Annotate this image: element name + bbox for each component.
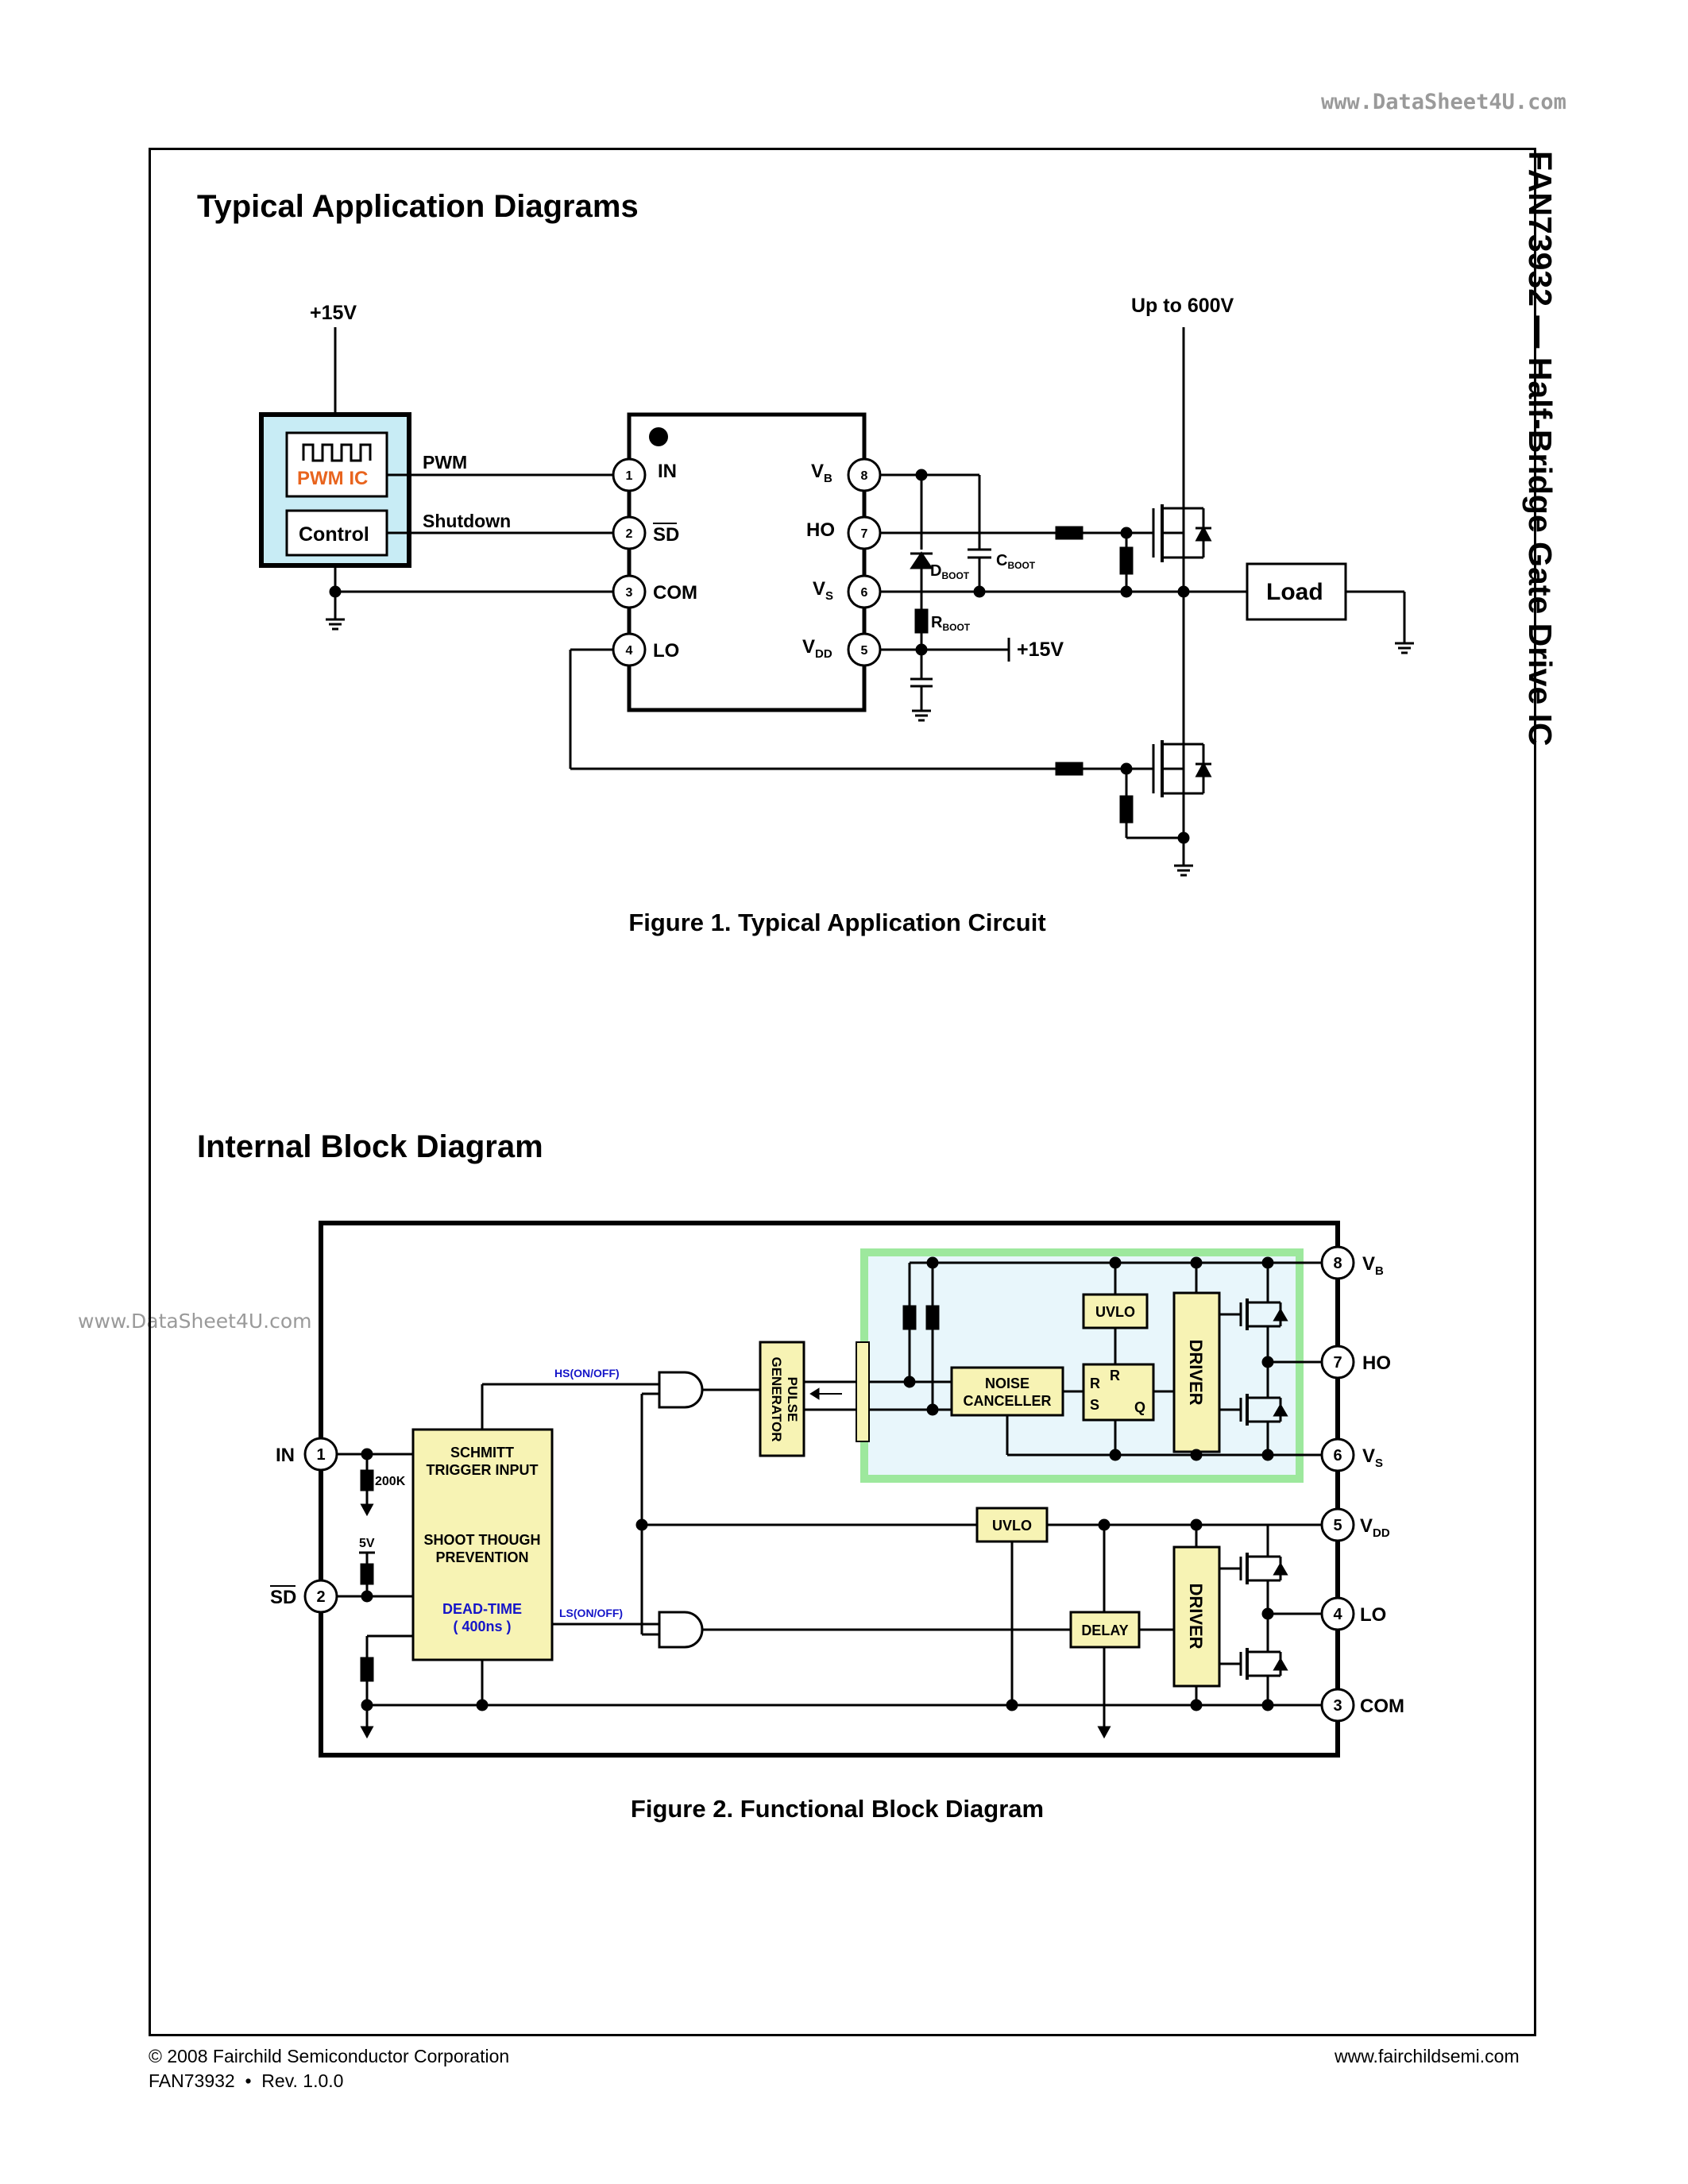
and-gate-low: [658, 1611, 704, 1649]
pwm-signal-label: PWM: [423, 452, 467, 473]
schmitt-label-2: TRIGGER INPUT: [426, 1462, 538, 1478]
footer-copyright: © 2008 Fairchild Semiconductor Corporati…: [149, 2046, 510, 2066]
driver-high-label: DRIVER: [1186, 1339, 1206, 1405]
pin-in-label: IN: [658, 461, 677, 482]
pin-ho-label: HO: [1362, 1352, 1391, 1374]
ic-left-pins: [612, 457, 647, 667]
pin-sd-label: SD: [653, 524, 679, 546]
rs-latch-block: [1082, 1363, 1155, 1422]
shoot-label-2: PREVENTION: [435, 1549, 528, 1565]
dboot-diode: [910, 551, 933, 569]
dead-time-label: DEAD-TIME: [442, 1601, 522, 1617]
typical-application-circuit: +15V PWM IC Control PWM Shutdown 1 2 3 4…: [259, 295, 1414, 877]
pulse-generator-label: PULSEGENERATOR: [769, 1356, 800, 1441]
resistor-200k-label: 200K: [375, 1475, 406, 1488]
pin-number: 2: [626, 527, 633, 541]
up-to-600v-label: Up to 600V: [1131, 295, 1234, 317]
v5-label: 5V: [359, 1537, 375, 1550]
pin-number: 7: [1333, 1354, 1342, 1372]
functional-block-diagram: IN 1 SD 2 200K 5V SCHMITT TRIGGER INPUT …: [270, 1221, 1404, 1758]
latch-s-label: S: [1090, 1397, 1099, 1413]
hs-label: HS(ON/OFF): [554, 1367, 620, 1379]
noise-canceller-block: [950, 1366, 1064, 1417]
low-side-output-stage: [1239, 1525, 1288, 1705]
pulse-generator-block: [759, 1341, 805, 1457]
ls-label: LS(ON/OFF): [559, 1607, 623, 1619]
uvlo-high-label: UVLO: [1095, 1304, 1135, 1320]
figure1-caption: Figure 1. Typical Application Circuit: [628, 909, 1046, 936]
label-plus15v: +15V: [310, 302, 357, 324]
driver-low-label: DRIVER: [1186, 1583, 1206, 1649]
pin-number: 8: [1333, 1255, 1342, 1272]
pin-ho-label: HO: [806, 519, 835, 541]
pin-number: 5: [1333, 1517, 1342, 1534]
pin-com-label: COM: [653, 582, 697, 604]
delay-label: DELAY: [1081, 1623, 1128, 1638]
pin-number: 3: [1333, 1697, 1342, 1715]
pwm-ic-label: PWM IC: [297, 468, 368, 489]
pin-number: 4: [1333, 1606, 1342, 1623]
rboot-resistor: [914, 608, 929, 634]
section-title-typical-application: Typical Application Diagrams: [197, 189, 639, 224]
pin-number: 8: [861, 469, 868, 483]
pin-vb-label: VB: [1362, 1253, 1384, 1278]
watermark-side: www.DataSheet4U.com: [78, 1310, 312, 1333]
section-title-internal-block: Internal Block Diagram: [197, 1129, 543, 1164]
pin-in-label: IN: [276, 1445, 295, 1466]
shoot-label-1: SHOOT THOUGH: [424, 1532, 541, 1548]
pin-lo-label: LO: [653, 640, 679, 662]
cboot-label: CBOOT: [996, 552, 1036, 571]
schmitt-trigger-block: [411, 1428, 554, 1661]
pin-number: 1: [626, 469, 633, 483]
control-label: Control: [299, 523, 369, 546]
pin-vs-label: VS: [813, 578, 833, 603]
and-gate-high: [658, 1371, 704, 1409]
high-side-output-stage: [1239, 1263, 1288, 1455]
page-frame: [149, 148, 1536, 2036]
pin-vs-label: VS: [1362, 1445, 1383, 1470]
square-wave-icon: [302, 443, 372, 462]
pin-number: 2: [316, 1588, 325, 1606]
high-side-region: [860, 1248, 1304, 1483]
driver-high-block: [1172, 1291, 1221, 1453]
pin-vb-label: VB: [811, 461, 832, 485]
pin-sd-label: SD: [270, 1587, 296, 1608]
dboot-label: DBOOT: [930, 562, 970, 581]
pin-lo-label: LO: [1360, 1604, 1386, 1626]
pwm-ic-box: [285, 431, 388, 498]
noise-label-1: NOISE: [985, 1376, 1029, 1391]
load-box: [1246, 562, 1347, 621]
ic-outline: [319, 1221, 1340, 1758]
pin-vdd-label: VDD: [1360, 1515, 1390, 1540]
pin-number: 6: [861, 586, 868, 600]
pin-number: 3: [626, 586, 633, 600]
uvlo-low-label: UVLO: [992, 1518, 1032, 1534]
latch-r2-label: R: [1110, 1368, 1120, 1383]
load-label: Load: [1266, 579, 1323, 605]
footer-website[interactable]: www.fairchildsemi.com: [1335, 2046, 1520, 2066]
pin-number: 5: [861, 644, 868, 658]
latch-q-label: Q: [1134, 1399, 1145, 1415]
rboot-label: RBOOT: [931, 614, 971, 633]
pin-number: 4: [626, 644, 633, 658]
fan73932-ic-body: [627, 412, 867, 712]
pin-number: 6: [1333, 1447, 1342, 1464]
footer-part-revision: FAN73932 • Rev. 1.0.0: [149, 2070, 344, 2091]
high-side-mosfet: [1152, 327, 1212, 592]
schmitt-label-1: SCHMITT: [450, 1445, 514, 1461]
shutdown-signal-label: Shutdown: [423, 511, 511, 531]
pin-number: 1: [316, 1446, 325, 1464]
pin-com-label: COM: [1360, 1696, 1404, 1717]
figure2-caption: Figure 2. Functional Block Diagram: [630, 1795, 1045, 1823]
watermark-top: www.DataSheet4U.com: [1321, 90, 1566, 114]
pin-number: 7: [861, 527, 868, 541]
vdd-15v-label: +15V: [1017, 639, 1064, 661]
dead-time-value: ( 400ns ): [453, 1619, 511, 1634]
pin-vdd-label: VDD: [802, 636, 832, 661]
level-shifter: [856, 1341, 870, 1442]
noise-label-2: CANCELLER: [964, 1393, 1052, 1409]
latch-r-label: R: [1090, 1376, 1100, 1391]
gate-resistor-high: [1055, 526, 1083, 540]
